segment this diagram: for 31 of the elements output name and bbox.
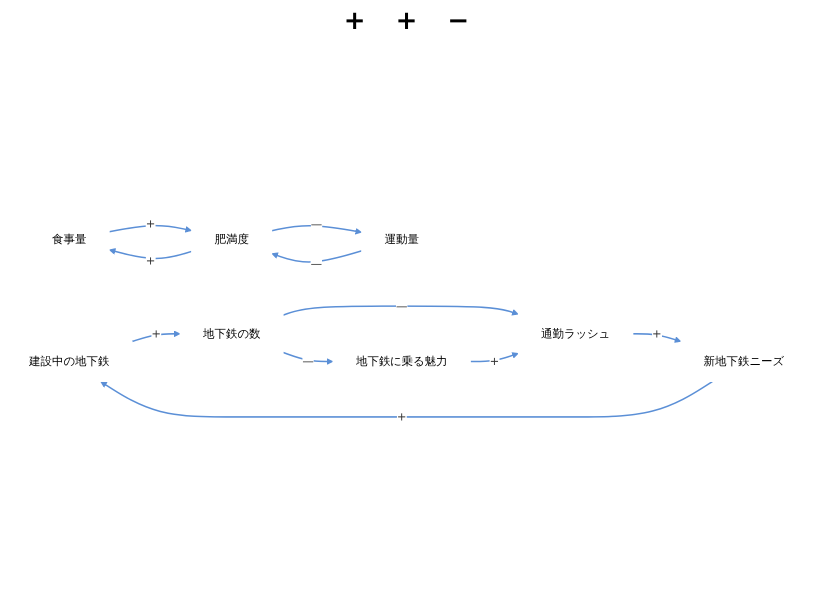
loop-polarity-sign: + xyxy=(396,6,418,36)
arrow xyxy=(272,224,362,235)
edge-label: — xyxy=(310,257,322,271)
node-text: 肥満度 xyxy=(214,232,249,246)
arrow xyxy=(282,305,519,316)
edge-label: + xyxy=(490,354,500,368)
edge-label: — xyxy=(310,217,322,232)
node-text: 通勤ラッシュ xyxy=(541,326,610,341)
arrow xyxy=(109,248,192,260)
arrow xyxy=(632,333,682,343)
loop-polarity-sign: − xyxy=(447,6,470,36)
arrow xyxy=(470,352,519,362)
node-text: 地下鉄の数 xyxy=(202,326,260,341)
node-text: 食事量 xyxy=(52,232,86,246)
edge-label: — xyxy=(302,354,314,368)
edge-label: + xyxy=(146,254,156,268)
arrow xyxy=(100,380,713,418)
edge-label: + xyxy=(151,326,161,341)
arrow xyxy=(109,224,192,233)
node-text: 地下鉄に乗る魅力 xyxy=(356,354,448,368)
node-text: 新地下鉄ニーズ xyxy=(704,354,784,368)
loop-polarity-sign: + xyxy=(344,6,366,36)
node-text: 運動量 xyxy=(384,232,419,246)
edge-label: — xyxy=(396,299,408,313)
edge-label: + xyxy=(146,216,156,231)
arrow xyxy=(132,330,180,342)
arrow xyxy=(282,352,334,365)
edge-label: + xyxy=(396,410,406,424)
node-text: 建設中の地下鉄 xyxy=(29,354,110,368)
arrow xyxy=(271,250,362,263)
edge-label: + xyxy=(652,326,662,341)
